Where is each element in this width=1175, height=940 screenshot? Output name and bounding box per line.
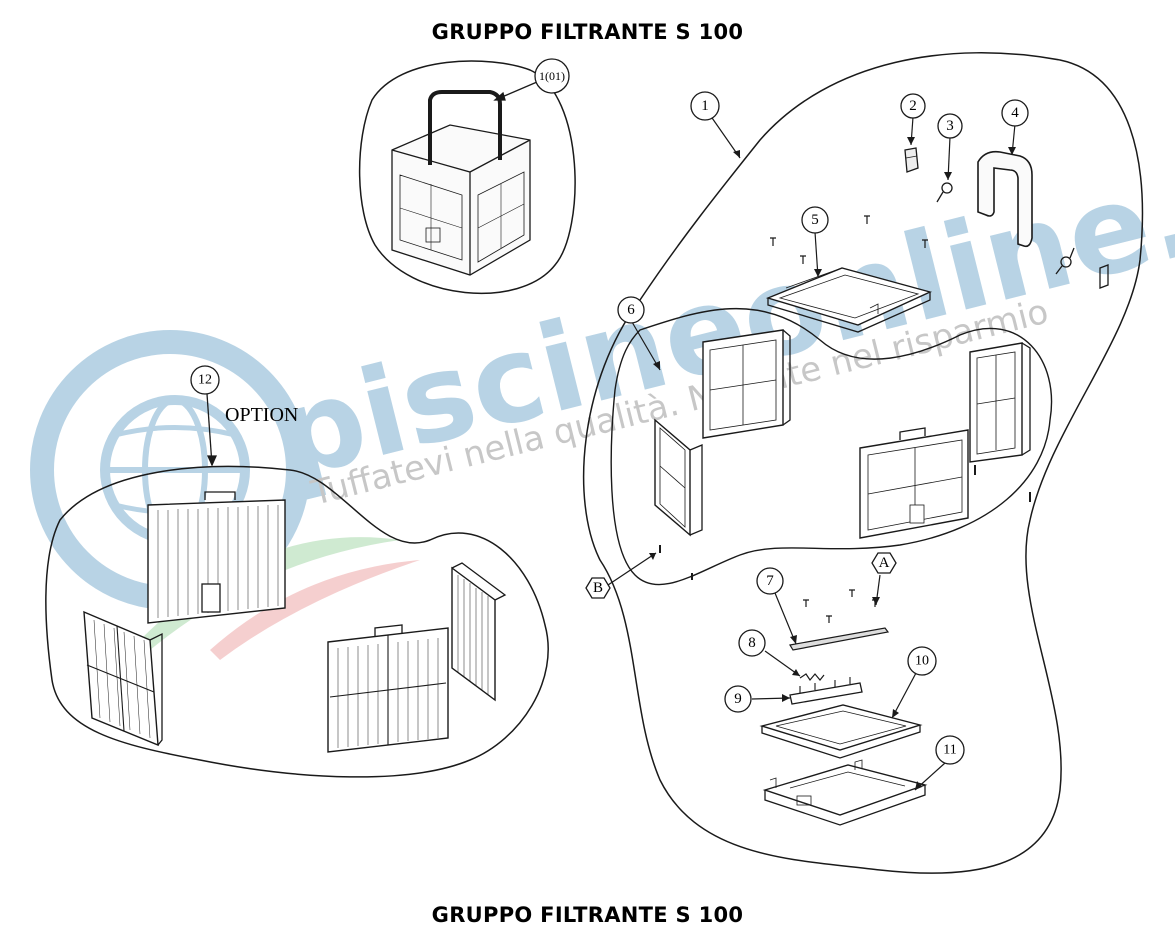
part-11-base-icon <box>762 759 928 826</box>
callout-1-01-label: 1(01) <box>539 69 565 83</box>
callout-8-circle <box>738 629 766 657</box>
outer-blob-outline <box>582 52 1144 874</box>
option-filter-panel-large <box>147 491 286 624</box>
page-title: GRUPPO FILTRANTE S 100 <box>431 20 744 44</box>
callout-12-circle <box>190 365 220 395</box>
callout-9-label: 9 <box>734 691 742 707</box>
watermark-flag-red <box>210 560 420 660</box>
callout-7-label: 7 <box>766 573 774 589</box>
option-blob-outline <box>45 465 549 778</box>
option-filter-front <box>327 624 449 753</box>
callout-3-circle <box>937 113 963 139</box>
callout-A-label: A <box>879 555 890 571</box>
callouts <box>190 58 1029 765</box>
inset-outline <box>358 60 576 295</box>
part-6-filter-panel-left <box>654 418 703 537</box>
part-9-bracket-icon <box>789 677 863 705</box>
part-3-pin-icon <box>936 182 953 203</box>
callout-1-label: 1 <box>701 98 709 114</box>
part-7-gasket-icon <box>789 627 890 651</box>
callout-10-label: 10 <box>915 654 929 669</box>
callout-2-circle <box>900 93 926 119</box>
screws-top <box>770 215 928 264</box>
callout-6-label: 6 <box>627 302 635 318</box>
clips-inner <box>659 465 1031 580</box>
part-2-latch-icon <box>904 147 919 173</box>
option-label: OPTION <box>225 404 299 426</box>
callout-8-label: 8 <box>748 635 756 651</box>
page-footer-title: GRUPPO FILTRANTE S 100 <box>431 903 744 927</box>
part-5-top-frame-icon <box>765 267 933 333</box>
callout-3-label: 3 <box>946 118 954 134</box>
callout-1-01-circle <box>534 58 570 94</box>
part-6-filter-panel-back <box>702 329 791 439</box>
option-filter-side-right <box>451 562 507 702</box>
callout-2-label: 2 <box>909 98 917 114</box>
callout-labels: 1(01) 1 2 3 4 5 6 7 8 9 10 11 12 A B <box>198 69 1019 758</box>
leader-12 <box>206 393 213 466</box>
part-8-spring-icon <box>799 673 825 682</box>
callout-B-label: B <box>593 580 603 596</box>
callout-1-circle <box>690 91 720 121</box>
callout-B-hexagon <box>585 577 611 599</box>
inner-blob-outline <box>610 307 1053 586</box>
leader-arrowheads <box>649 137 1016 790</box>
assembled-filter-inset <box>358 60 576 295</box>
callout-6-circle <box>617 296 645 324</box>
callout-10-circle <box>907 646 937 676</box>
callout-5-circle <box>801 206 829 234</box>
exploded-group-right <box>582 52 1144 874</box>
callout-9-circle <box>724 685 752 713</box>
option-filters-group <box>45 393 549 778</box>
callout-7-circle <box>756 567 784 595</box>
assembled-filter-icon <box>391 90 531 276</box>
part-6-filter-panel-right <box>969 342 1031 463</box>
clip-icon <box>1099 264 1109 289</box>
callout-5-label: 5 <box>811 212 819 228</box>
callout-4-label: 4 <box>1011 105 1019 121</box>
callout-11-label: 11 <box>943 743 956 758</box>
option-filter-side-left <box>83 610 163 747</box>
callout-12-label: 12 <box>198 373 212 388</box>
callout-11-circle <box>935 735 965 765</box>
part-4-handle-icon <box>977 150 1033 248</box>
part-6-filter-panel-front <box>859 427 969 539</box>
callout-4-circle <box>1001 99 1029 127</box>
part-3-pin-icon-2 <box>1055 247 1075 275</box>
callout-A-hexagon <box>871 552 897 574</box>
part-10-bottom-frame-icon <box>759 704 923 759</box>
screws-bottom <box>803 589 878 623</box>
